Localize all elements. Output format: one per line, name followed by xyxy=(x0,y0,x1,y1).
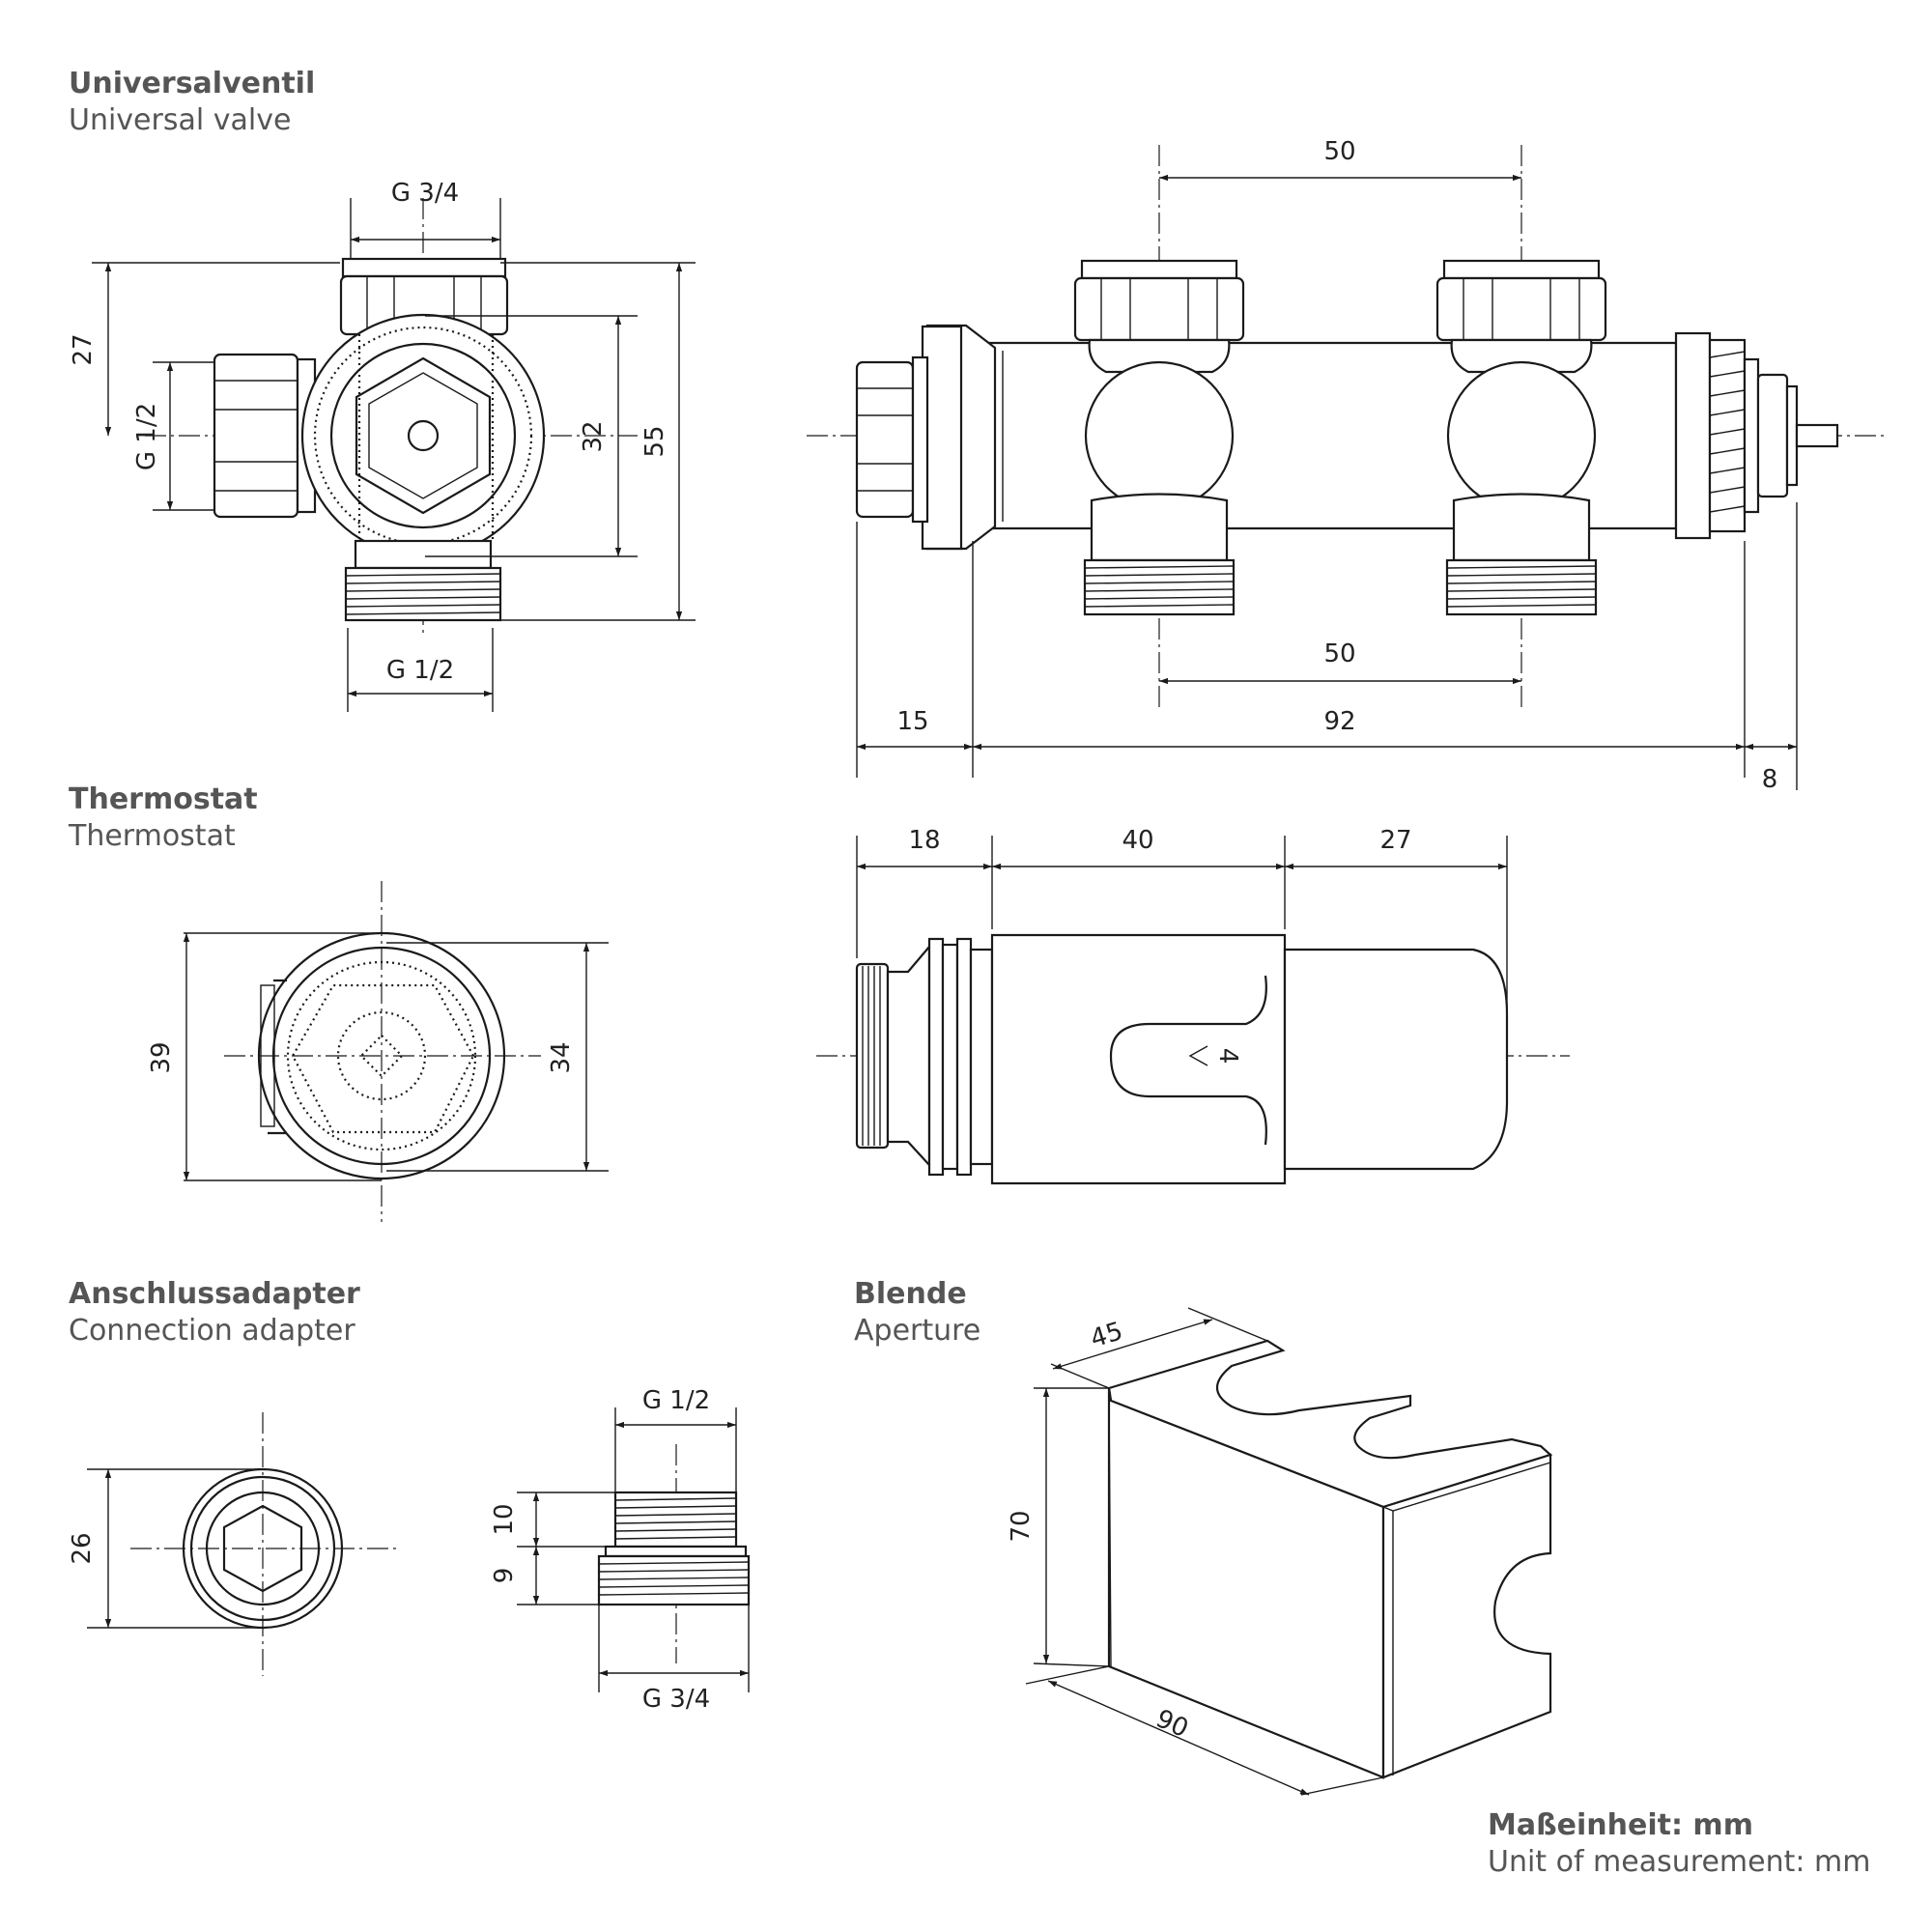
valve-title-en: Universal valve xyxy=(69,103,292,137)
dim-valve-top-thread: G 3/4 xyxy=(391,179,459,208)
dim-valve-32: 32 xyxy=(579,420,608,452)
dim-thermo-27: 27 xyxy=(1379,826,1411,855)
dim-valve-27: 27 xyxy=(69,333,98,365)
dim-valve-92: 92 xyxy=(1323,707,1355,736)
aperture-title-en: Aperture xyxy=(854,1314,981,1348)
dim-valve-8: 8 xyxy=(1762,765,1778,794)
dim-valve-15: 15 xyxy=(896,707,928,736)
thermostat-title-de: Thermostat xyxy=(69,782,258,816)
adapter-title-en: Connection adapter xyxy=(69,1314,355,1348)
dim-adapter-10: 10 xyxy=(490,1503,519,1535)
dim-valve-bottom-thread: G 1/2 xyxy=(386,656,454,685)
thermostat-end-view: 39 34 xyxy=(147,881,609,1222)
unit-label-en: Unit of measurement: mm xyxy=(1488,1845,1871,1879)
dim-thermo-18: 18 xyxy=(908,826,940,855)
adapter-title-de: Anschlussadapter xyxy=(69,1277,360,1311)
dim-thermo-40: 40 xyxy=(1122,826,1153,855)
thermostat-title-en: Thermostat xyxy=(69,819,236,853)
dim-valve-55: 55 xyxy=(640,425,669,457)
dim-adapter-bottom-thread: G 3/4 xyxy=(642,1685,710,1714)
dim-thermo-39: 39 xyxy=(147,1041,176,1073)
dim-valve-spacing-top: 50 xyxy=(1323,137,1355,166)
dim-adapter-9: 9 xyxy=(490,1568,519,1584)
dim-thermo-34: 34 xyxy=(547,1041,576,1073)
dim-aperture-70: 70 xyxy=(1007,1510,1036,1542)
valve-side-view: G 3/4 27 G 1/2 32 55 G 1/2 xyxy=(69,179,696,712)
dim-adapter-26: 26 xyxy=(68,1532,97,1564)
adapter-end-view: 26 xyxy=(68,1412,401,1676)
dim-adapter-top-thread: G 1/2 xyxy=(642,1386,710,1415)
adapter-side-view: G 1/2 10 9 G 3/4 xyxy=(490,1386,751,1714)
unit-label-de: Maßeinheit: mm xyxy=(1488,1808,1753,1842)
valve-front-view: 50 50 15 92 8 xyxy=(807,137,1884,794)
thermostat-side-view: 4 18 40 27 xyxy=(816,826,1570,1185)
thermo-scale-mark: 4 xyxy=(1213,1048,1242,1065)
aperture-title-de: Blende xyxy=(854,1277,967,1311)
aperture-iso-view: 45 70 90 xyxy=(1007,1307,1553,1796)
dim-valve-left-thread: G 1/2 xyxy=(132,403,161,470)
valve-title-de: Universalventil xyxy=(69,67,316,100)
dim-valve-spacing-bottom: 50 xyxy=(1323,639,1355,668)
dim-aperture-90: 90 xyxy=(1151,1704,1192,1744)
